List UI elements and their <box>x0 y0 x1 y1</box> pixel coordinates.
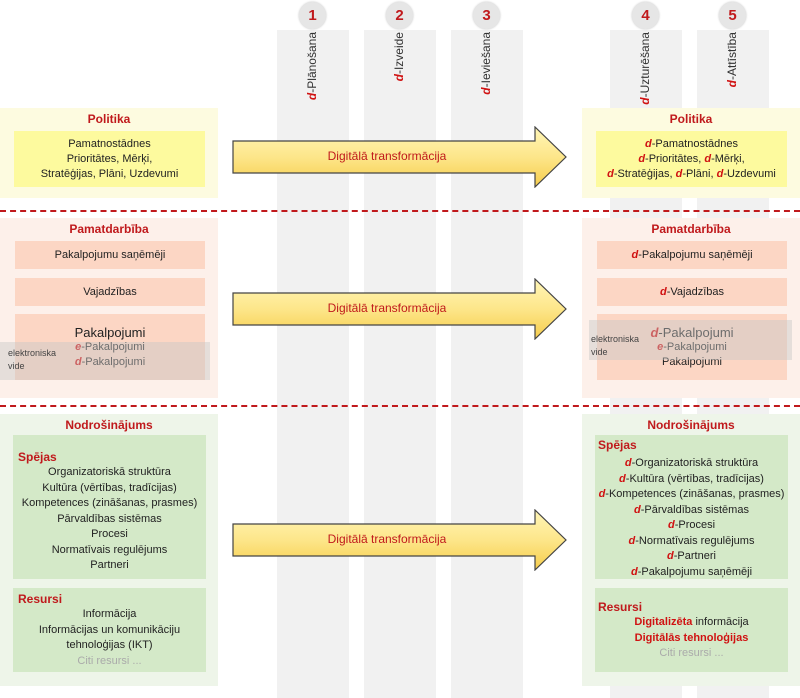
stage-number-5: 5 <box>719 2 746 29</box>
left-service-recipients-box: Pakalpojumu saņēmēji <box>15 241 205 269</box>
stage-number-1: 1 <box>299 2 326 29</box>
list-item: Organizatoriskā struktūra <box>48 466 171 478</box>
left-pamatdarbiba-title: Pamatdarbība <box>69 222 149 236</box>
list-item: Digitalizēta informācija <box>634 616 749 628</box>
right-nodrosinajums-title: Nodrošinājums <box>647 418 735 432</box>
right-spejas-title: Spējas <box>598 438 637 452</box>
arrow-label: Digitālā transformācija <box>327 301 447 315</box>
e-prefix: e <box>75 340 82 353</box>
left-e-services: e-Pakalpojumi <box>75 340 145 355</box>
list-item: d-Kultūra (vērtības, tradīcijas) <box>619 472 764 485</box>
d-prefix: d <box>74 355 82 368</box>
list-item: d-Normatīvais regulējums <box>628 534 755 547</box>
list-item: Kultūra (vērtības, tradīcijas) <box>42 481 177 494</box>
right-politika-title: Politika <box>669 112 713 126</box>
right-politika-box: d-Pamatnostādnes d-Prioritātes, d-Mērķi,… <box>596 131 787 187</box>
left-resursi-box <box>13 588 206 672</box>
list-item: tehnoloģijas (IKT) <box>66 639 153 651</box>
right-politika-line: d-Prioritātes, d-Mērķi, <box>638 152 745 165</box>
d-services-label: -Pakalpojumi <box>81 355 146 368</box>
left-electronic-environment-band <box>0 342 210 380</box>
list-item: Citi resursi ... <box>659 647 724 659</box>
right-services-box: d-Pakalpojumi e-Pakalpojumi Pakalpojumi <box>597 314 787 380</box>
e-services-label: -Pakalpojumi <box>81 340 145 353</box>
list-item: Partneri <box>90 559 129 571</box>
right-spejas-list: d-Organizatoriskā struktūra d-Kultūra (v… <box>595 456 788 580</box>
left-politika-line: Prioritātes, Mērķi, <box>66 152 153 165</box>
right-resursi-title: Resursi <box>598 600 643 614</box>
right-politika-line: d-Stratēģijas, d-Plāni, d-Uzdevumi <box>607 167 776 180</box>
left-politika-line: Pamatnostādnes <box>68 137 151 150</box>
left-service-recipients-label: Pakalpojumu saņēmēji <box>54 248 166 261</box>
list-item: Informācijas un komunikāciju <box>38 623 181 636</box>
list-item: d-Pakalpojumu saņēmēji <box>630 565 753 578</box>
right-spejas-box <box>595 435 788 579</box>
left-resursi-title: Resursi <box>18 592 63 606</box>
right-service-recipients-box: d-Pakalpojumu saņēmēji <box>597 241 787 269</box>
separator-line <box>0 210 800 212</box>
right-electronic-environment-band <box>589 320 792 360</box>
stage-number-3: 3 <box>473 2 500 29</box>
transformation-arrow-politika <box>232 126 567 188</box>
left-pamatdarbiba-panel: Pamatdarbība Pakalpojumu saņēmēji Vajadz… <box>0 218 218 398</box>
list-item: Informācija <box>82 608 137 620</box>
list-item: Citi resursi ... <box>77 654 142 667</box>
right-env-label: elektroniska vide <box>591 334 640 357</box>
left-nodrosinajums-panel: Nodrošinājums Spējas Organizatoriskā str… <box>0 414 218 686</box>
stage-label-5: d-Attīstība <box>725 32 739 88</box>
right-nodrosinajums-panel: Nodrošinājums Spējas d-Organizatoriskā s… <box>582 414 800 686</box>
left-spejas-title: Spējas <box>18 450 57 464</box>
stage-label-4: d-Uzturēšana <box>638 32 652 105</box>
list-item: Pārvaldības sistēmas <box>57 512 162 525</box>
list-item: Digitālās tehnoloģijas <box>634 631 749 644</box>
list-item: d-Pārvaldības sistēmas <box>634 503 749 516</box>
right-resursi-list: Digitalizēta informācija Digitālās tehno… <box>595 615 788 662</box>
right-resursi-box <box>595 588 788 672</box>
left-spejas-box <box>13 435 206 579</box>
arrow-label: Digitālā transformācija <box>327 149 447 163</box>
left-politika-box: Pamatnostādnes Prioritātes, Mērķi, Strat… <box>14 131 205 187</box>
left-needs-box: Vajadzības <box>15 278 205 306</box>
stage-label-3: d-Ieviešana <box>479 32 493 95</box>
arrow-label: Digitālā transformācija <box>327 532 447 546</box>
left-env-label: elektroniska vide <box>8 348 57 371</box>
left-needs-label: Vajadzības <box>83 285 137 298</box>
left-politika-panel: Politika Pamatnostādnes Prioritātes, Mēr… <box>0 108 218 198</box>
list-item: Procesi <box>91 528 128 540</box>
right-politika-panel: Politika d-Pamatnostādnes d-Prioritātes,… <box>582 108 800 198</box>
right-pamatdarbiba-panel: Pamatdarbība d-Pakalpojumu saņēmēji d-Va… <box>582 218 800 398</box>
right-pamatdarbiba-title: Pamatdarbība <box>651 222 731 236</box>
stage-label-1: d-Plānošana <box>305 32 319 101</box>
left-politika-line: Stratēģijas, Plāni, Uzdevumi <box>40 167 179 180</box>
list-item: d-Organizatoriskā struktūra <box>624 457 759 469</box>
list-item: d-Partneri <box>667 550 716 562</box>
list-item: d-Procesi <box>667 519 716 531</box>
right-politika-line: d-Pamatnostādnes <box>645 137 738 150</box>
separator-line <box>0 405 800 407</box>
list-item: Kompetences (zināšanas, prasmes) <box>21 497 198 509</box>
transformation-arrow-nodrosinajums <box>232 509 567 571</box>
left-resursi-list: Informācija Informācijas un komunikāciju… <box>13 607 206 669</box>
left-d-services: d-Pakalpojumi <box>75 355 145 370</box>
transformation-arrow-pamatdarbiba <box>232 278 567 340</box>
list-item: Normatīvais regulējums <box>51 543 168 556</box>
stage-number-4: 4 <box>632 2 659 29</box>
right-needs-box: d-Vajadzības <box>597 278 787 306</box>
stage-number-2: 2 <box>386 2 413 29</box>
left-spejas-list: Organizatoriskā struktūra Kultūra (vērtī… <box>13 465 206 574</box>
stage-label-2: d-Izveide <box>392 32 406 82</box>
left-nodrosinajums-title: Nodrošinājums <box>65 418 153 432</box>
list-item: d-Kompetences (zināšanas, prasmes) <box>598 488 785 500</box>
left-services-box: Pakalpojumi e-Pakalpojumi d-Pakalpojumi <box>15 314 205 380</box>
left-politika-title: Politika <box>87 112 131 126</box>
left-services-title: Pakalpojumi <box>74 324 146 340</box>
